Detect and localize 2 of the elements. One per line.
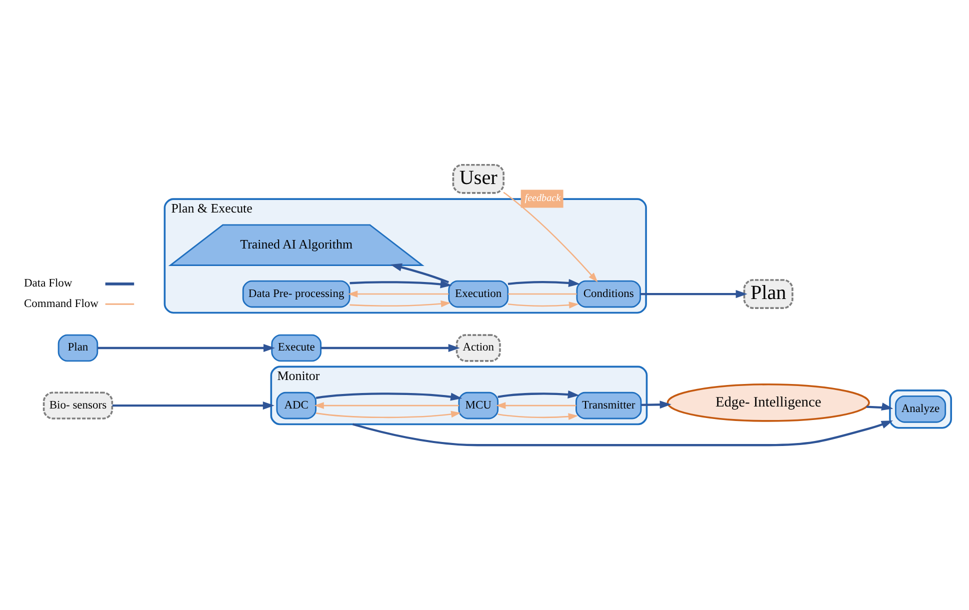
legend-label: Data Flow: [24, 278, 72, 290]
legend-label: Command Flow: [24, 298, 98, 310]
